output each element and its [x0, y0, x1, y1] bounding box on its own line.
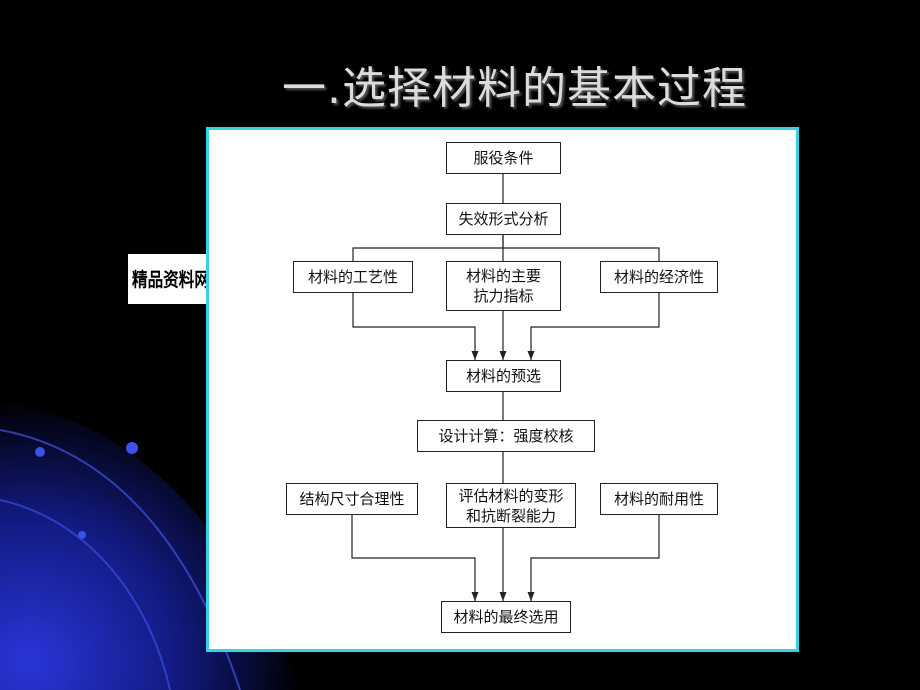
connector-line: [530, 293, 660, 360]
node-durability: 材料的耐用性: [600, 483, 718, 515]
connector-line: [352, 293, 476, 360]
node-service-conditions: 服役条件: [446, 142, 561, 174]
arrow-head: [527, 351, 535, 360]
node-evaluate-capacity: 评估材料的变形和抗断裂能力: [446, 483, 576, 528]
node-main-resistance: 材料的主要抗力指标: [446, 261, 561, 311]
node-label-line: 材料的经济性: [613, 268, 704, 286]
diagram-panel: 服役条件失效形式分析材料的工艺性 材料的主要抗力指标 材料的经济性材料的预选设计计算…: [206, 127, 799, 652]
node-label-line: 抗力指标: [473, 287, 534, 305]
watermark-stamp: 精品资料网: [128, 254, 214, 304]
slide-title: 一.选择材料的基本过程: [282, 63, 747, 114]
node-label-line: 服役条件: [473, 149, 534, 167]
node-label-line: 设计计算：强度校核: [438, 427, 574, 445]
connector-line: [503, 247, 660, 261]
connector-line: [351, 515, 476, 601]
node-final-selection: 材料的最终选用: [441, 601, 571, 633]
node-label-line: 材料的最终选用: [453, 608, 559, 626]
arrow-head: [527, 592, 535, 601]
node-failure-analysis: 失效形式分析: [446, 203, 561, 235]
node-preselection: 材料的预选: [446, 360, 561, 392]
node-design-calc: 设计计算：强度校核: [417, 420, 595, 452]
node-label-line: 失效形式分析: [458, 210, 549, 228]
arrow-head: [499, 592, 507, 601]
node-economy: 材料的经济性: [600, 261, 718, 293]
node-label-line: 评估材料的变形: [458, 486, 564, 505]
node-label-line: 材料的主要: [465, 267, 541, 285]
node-label-line: 材料的耐用性: [613, 490, 704, 508]
node-label-line: 材料的工艺性: [307, 268, 398, 286]
node-label-line: 和抗断裂能力: [465, 506, 556, 525]
connector-line: [530, 515, 660, 601]
arrow-head: [471, 592, 479, 601]
arrow-head: [499, 351, 507, 360]
arrow-head: [471, 351, 479, 360]
node-label-line: 结构尺寸合理性: [299, 490, 405, 508]
stamp-text: 精品资料网: [132, 269, 210, 291]
node-structure-size: 结构尺寸合理性: [286, 483, 418, 515]
connector-line: [352, 235, 504, 261]
node-process-property: 材料的工艺性: [293, 261, 413, 293]
flowchart-connectors: [351, 174, 660, 601]
node-label-line: 材料的预选: [465, 367, 541, 385]
